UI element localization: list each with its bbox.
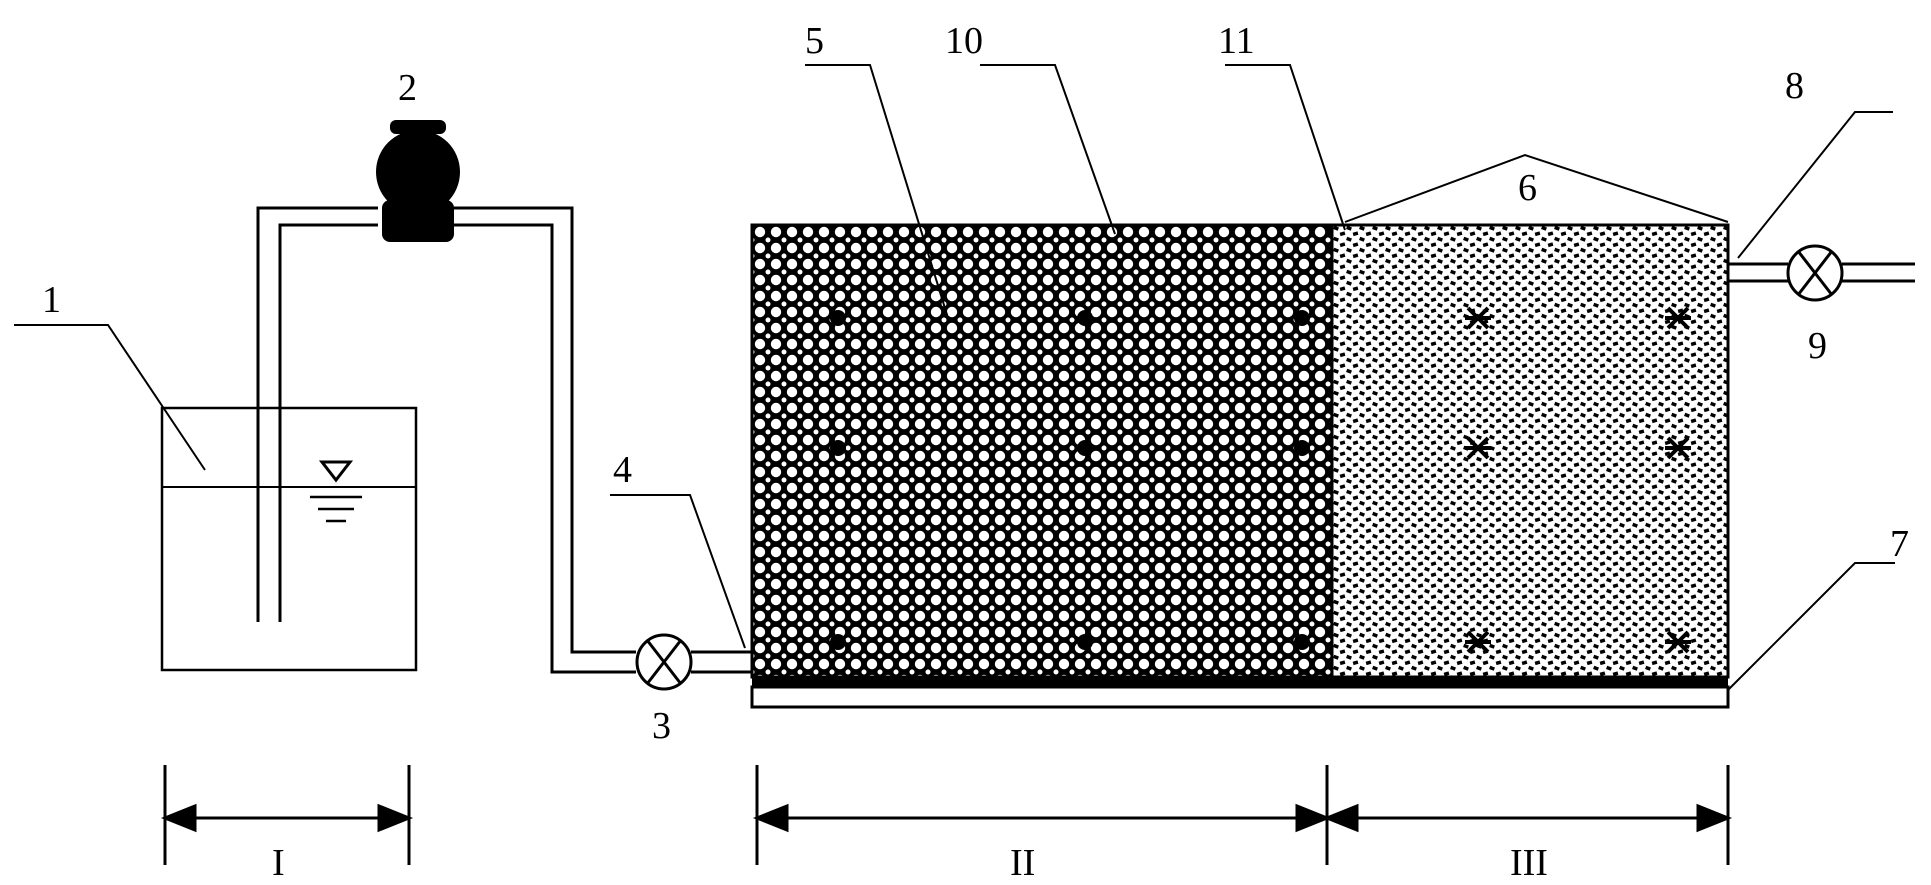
dimension-lines — [160, 765, 1733, 865]
inlet-pipe — [691, 650, 752, 674]
label-1: 1 — [42, 279, 61, 321]
sampling-points-fine — [1465, 306, 1691, 654]
label-6: 6 — [1518, 167, 1537, 209]
inlet-valve-icon — [635, 633, 693, 691]
zone-label-2: II — [1010, 842, 1035, 884]
reactor — [750, 223, 1730, 709]
label-5: 5 — [805, 20, 824, 62]
pump-icon — [376, 120, 460, 242]
feed-tank — [160, 406, 418, 672]
zone-label-3: III — [1510, 842, 1548, 884]
outlet-valve-icon — [1786, 244, 1844, 302]
sampling-points-coarse — [830, 310, 1310, 650]
water-level-icon — [310, 460, 362, 523]
zone-label-1: I — [272, 842, 285, 884]
label-9: 9 — [1808, 325, 1827, 367]
label-3: 3 — [652, 705, 671, 747]
label-8: 8 — [1785, 65, 1804, 107]
outlet-pipe — [1728, 262, 1915, 283]
label-4: 4 — [613, 449, 632, 491]
feed-pipe — [256, 206, 636, 674]
label-11: 11 — [1218, 20, 1255, 62]
label-7: 7 — [1890, 523, 1909, 565]
label-10: 10 — [945, 20, 983, 62]
leader-lines — [14, 64, 1895, 691]
label-2: 2 — [398, 67, 417, 109]
